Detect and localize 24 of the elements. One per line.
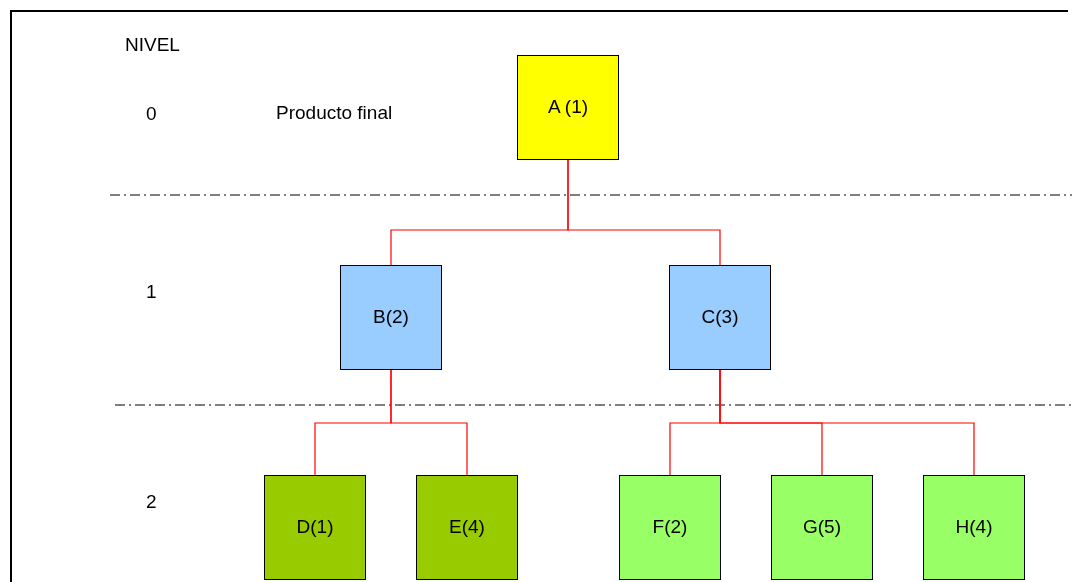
component-label: C(3) [701, 305, 739, 330]
component-label: H(4) [955, 515, 993, 540]
component-box [923, 475, 1025, 580]
level-label: 2 [146, 490, 157, 514]
component-label: G(5) [803, 515, 841, 540]
component-box [264, 475, 366, 580]
component-box [669, 265, 771, 370]
connector-line [719, 369, 975, 476]
component-label: E(4) [449, 515, 485, 540]
component-box [771, 475, 873, 580]
component-box [340, 265, 442, 370]
connector-line [390, 369, 468, 476]
component-box [619, 475, 721, 580]
component-label: B(2) [373, 305, 409, 330]
component-label: D(1) [296, 515, 334, 540]
connector-line [567, 159, 721, 266]
component-label: F(2) [652, 515, 688, 540]
component-label: A (1) [547, 95, 589, 120]
level-label: Producto final [276, 101, 393, 125]
level-label: 1 [146, 280, 157, 304]
component-box [517, 55, 619, 160]
level-label: NIVEL [125, 33, 180, 57]
level-label: 0 [146, 102, 157, 126]
component-box [416, 475, 518, 580]
